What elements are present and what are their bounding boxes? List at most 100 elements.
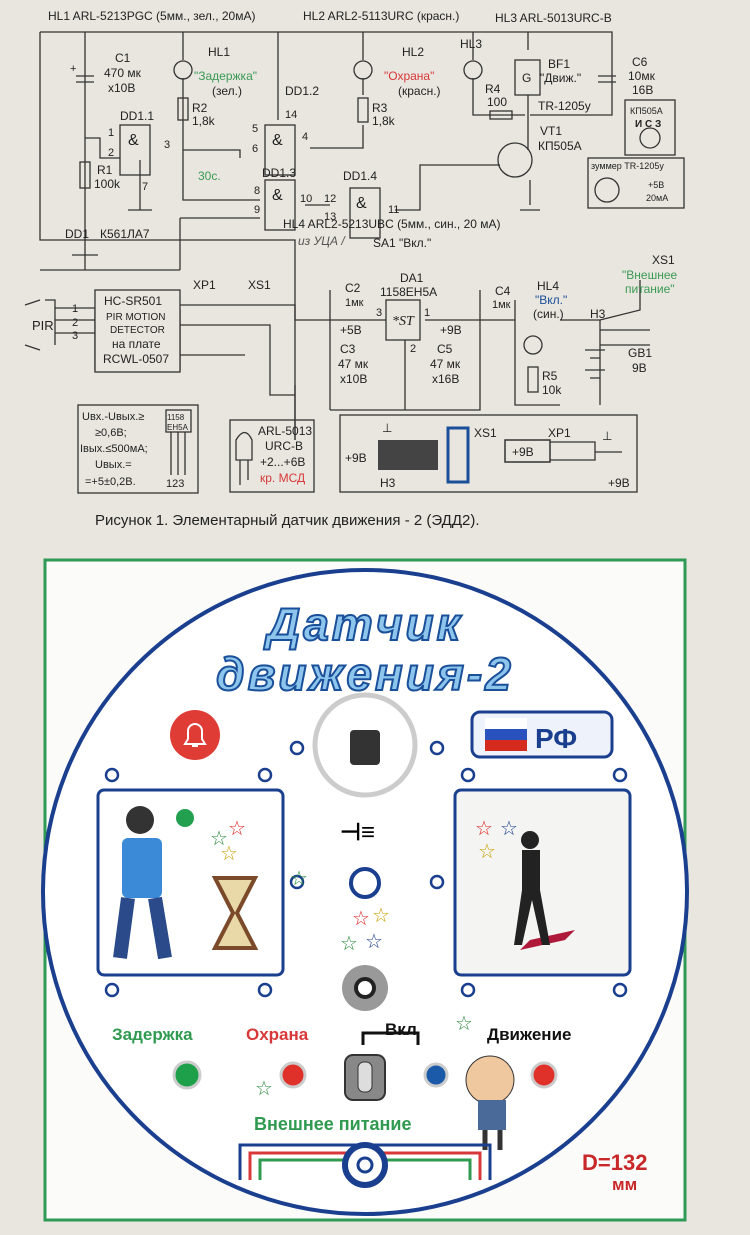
connector-label: XP1	[548, 426, 571, 440]
connector-label: +9В	[345, 451, 367, 465]
adjust-screw-icon	[349, 867, 381, 899]
screw-icon	[257, 767, 273, 783]
bell-icon	[170, 710, 220, 760]
led-hl4-icon	[523, 335, 543, 355]
c2-label: C2	[345, 281, 361, 295]
connector-icon: ⊣≡	[340, 819, 375, 846]
module-name: HC-SR501	[104, 294, 162, 308]
pin: 12	[324, 193, 336, 205]
and-symbol: &	[356, 195, 367, 212]
kp505a-pinout-box	[624, 99, 676, 156]
screw-icon	[612, 767, 628, 783]
c2-value: 1мк	[345, 297, 364, 309]
dd1-2-label: DD1.2	[285, 84, 319, 98]
xs1-ext-label: XS1	[652, 253, 675, 267]
and-symbol: &	[128, 132, 139, 149]
jack-nut-icon	[446, 426, 470, 484]
r1-value: 100k	[94, 177, 121, 191]
svg-text:☆: ☆	[228, 818, 246, 840]
sticker-panel: Датчик движения-2 РФ ⊣≡ ☆☆☆ ☆☆☆ ☆☆☆ ☆☆☆ …	[41, 558, 689, 1222]
resistor-r5	[527, 366, 539, 393]
sa1-label: SA1 "Вкл."	[373, 236, 431, 250]
module-desc: на плате	[112, 337, 161, 351]
spec-line: Uвых.=	[95, 459, 132, 471]
gate-dd1-1	[119, 124, 151, 176]
guard-body	[122, 838, 162, 898]
capacitor-c6	[598, 75, 616, 83]
hl3-header: HL3 ARL-5013URC-B	[495, 11, 612, 25]
dd1-4-label: DD1.4	[343, 169, 377, 183]
resistor-r3	[357, 97, 369, 123]
handwritten-note: из УЦА /	[298, 234, 346, 248]
ground-symbols	[72, 209, 152, 256]
svg-text:☆: ☆	[500, 818, 518, 840]
pin: 1	[108, 127, 114, 139]
pin: 10	[300, 193, 312, 205]
bf1-label: BF1	[548, 57, 570, 71]
r5-value: 10k	[542, 383, 562, 397]
svg-text:☆: ☆	[478, 841, 496, 863]
led-hl2-icon	[353, 60, 373, 80]
c4-label: C4	[495, 284, 511, 298]
pin: 7	[142, 181, 148, 193]
regulator-da1	[385, 299, 421, 341]
panel-title-line1: Датчик	[263, 598, 463, 650]
xp1-label: XP1	[193, 278, 216, 292]
h3-label: H3	[590, 307, 606, 321]
schematic: HL1 ARL-5213PGC (5мм., зел., 20мА) HL2 A…	[24, 9, 685, 529]
resistor-r4	[489, 110, 513, 120]
hl1-name: "Задержка"	[194, 69, 257, 83]
figure-caption: Рисунок 1. Элементарный датчик движения …	[95, 512, 480, 529]
hl2-name: "Охрана"	[384, 69, 434, 83]
led-motion-red	[530, 1061, 558, 1089]
svg-text:☆: ☆	[372, 905, 390, 927]
c4-value: 1мк	[492, 299, 511, 311]
kp505a-pins: И С З	[635, 119, 661, 130]
hl4-color: (син.)	[533, 307, 564, 321]
xs1-label: XS1	[248, 278, 271, 292]
intruder-silhouette	[514, 850, 550, 945]
c6-label: C6	[632, 55, 648, 69]
diameter-label: D=132	[582, 1150, 647, 1175]
chip-label: ЕН5А	[167, 423, 189, 432]
panel-title-line2: движения-2	[216, 648, 514, 700]
led-delay-green	[172, 1060, 202, 1090]
pin: 3	[164, 139, 170, 151]
spec-line: ≥0,6В;	[95, 427, 127, 439]
label-on: Вкл	[385, 1020, 417, 1039]
r3-value: 1,8k	[372, 114, 396, 128]
r3-label: R3	[372, 101, 388, 115]
chip-label: 1158	[167, 413, 185, 422]
pin: 11	[388, 204, 399, 216]
connector-label: XS1	[474, 426, 497, 440]
label-delay: Задержка	[112, 1025, 193, 1044]
regulator-symbol: *ST	[392, 314, 415, 329]
and-symbol: &	[272, 187, 283, 204]
pin: 9	[254, 204, 260, 216]
led-hl3-icon	[463, 60, 483, 80]
transistor-vt1-icon	[497, 142, 533, 178]
vt1-type: КП505А	[538, 139, 582, 153]
resistor-r1	[79, 161, 91, 189]
gate-dd1-3	[264, 179, 296, 231]
svg-text:☆: ☆	[475, 818, 493, 840]
led-component-icon	[235, 431, 253, 485]
gate-dd1-4	[349, 187, 381, 239]
intruder-illustration	[453, 788, 632, 977]
c5-label: C5	[437, 342, 453, 356]
screw-icon	[289, 740, 305, 756]
r1-label: R1	[97, 163, 113, 177]
pin: 2	[108, 147, 114, 159]
gate-dd1-2	[264, 124, 296, 176]
led-info-box	[229, 419, 315, 493]
screw-icon	[429, 874, 445, 890]
svg-text:☆: ☆	[352, 908, 370, 930]
led-info-line: ARL-5013	[258, 424, 312, 438]
screw-icon	[289, 874, 305, 890]
pin: 8	[254, 185, 260, 197]
pin: 14	[285, 109, 297, 121]
screw-icon	[104, 767, 120, 783]
transistor-package-icon	[639, 127, 661, 149]
buzzer-icon	[594, 177, 620, 203]
mounting-screws	[104, 740, 628, 998]
